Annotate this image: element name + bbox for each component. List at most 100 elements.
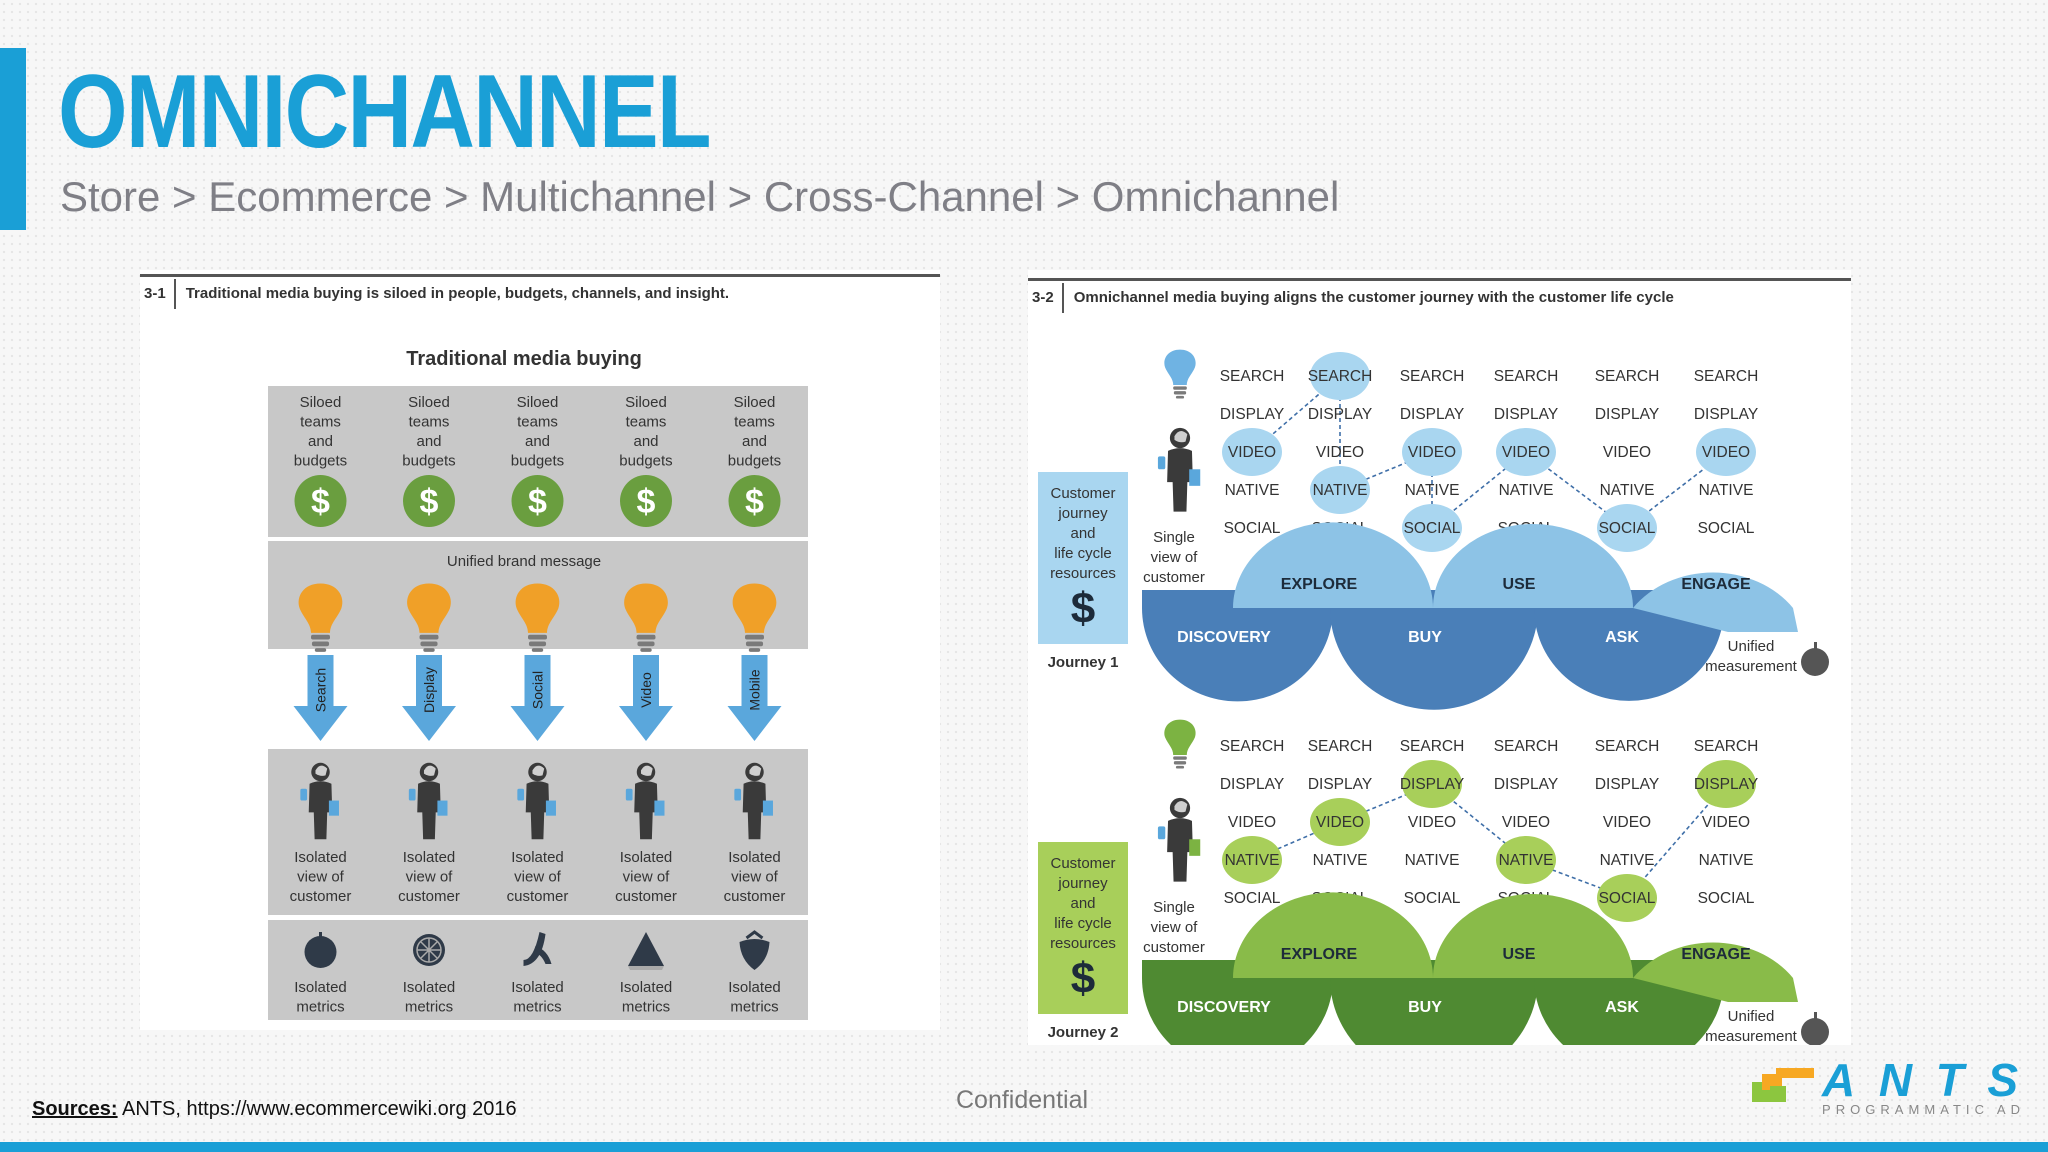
channel-cell: VIDEO [1408,814,1456,831]
siloed-label: teams [300,414,341,431]
siloed-label: and [742,433,767,450]
breadcrumb: Store > Ecommerce > Multichannel > Cross… [60,173,1340,220]
wave-discovery [1142,590,1333,702]
channel-cell: DISPLAY [1220,776,1284,793]
single-view-label: view of [1151,549,1199,566]
apple-icon [1801,642,1829,676]
lightbulb-icon [732,583,777,652]
stage-label: USE [1503,946,1536,963]
channel-cell: DISPLAY [1220,406,1284,423]
channel-label: Display [421,667,437,713]
channel-cell: NATIVE [1499,852,1554,869]
isolated-view-label: customer [398,888,460,905]
channel-cell: NATIVE [1225,482,1280,499]
dollar-icon: $ [637,483,656,521]
sources-note: Sources: ANTS, https://www.ecommercewiki… [32,1098,517,1121]
journey-label: Journey 1 [1048,654,1119,671]
siloed-label: and [633,433,658,450]
isolated-metrics-label: metrics [405,999,453,1016]
channel-cell: SEARCH [1400,738,1465,755]
channel-cell: VIDEO [1603,444,1651,461]
channel-cell: SOCIAL [1698,890,1755,907]
siloed-label: Siloed [517,394,559,411]
wave-buy [1330,590,1538,710]
wave-explore [1233,522,1433,608]
dollar-coin-icon [511,475,564,527]
touchpoint-highlight [1402,504,1462,552]
channel-cell: VIDEO [1603,814,1651,831]
channel-cell: NATIVE [1699,482,1754,499]
figure-number: 3-1 [140,278,176,309]
isolated-view-label: customer [507,888,569,905]
channel-cell: SEARCH [1220,368,1285,385]
channel-label: Video [638,672,654,708]
channel-cell: VIDEO [1502,814,1550,831]
apple-icon [304,932,337,968]
resources-label: journey [1057,505,1108,522]
channel-cell: NATIVE [1225,852,1280,869]
channel-cell: SEARCH [1494,738,1559,755]
person-icon [517,762,556,840]
channel-arrow [293,655,348,741]
lightbulb-icon [298,583,343,652]
siloed-label: and [416,433,441,450]
channel-cell: SOCIAL [1224,890,1281,907]
lightbulb-icon [1164,349,1196,399]
logo-subtext: PROGRAMMATIC AD [1822,1102,2022,1117]
touchpoint-highlight [1496,428,1556,476]
channel-cell: SEARCH [1308,738,1373,755]
touchpoint-highlight [1222,836,1282,884]
unified-measurement-label: measurement [1705,1028,1798,1045]
accent-bar [0,48,26,230]
person-icon [734,762,773,840]
channel-cell: SOCIAL [1599,890,1656,907]
channel-cell: DISPLAY [1494,406,1558,423]
person-icon [625,762,665,840]
dollar-coin-icon [403,475,455,527]
channel-cell: SEARCH [1595,738,1660,755]
strawberry-icon [739,930,770,970]
unified-measurement-label: Unified [1728,638,1775,655]
stage-label: DISCOVERY [1177,999,1271,1016]
figure-header: 3-1 Traditional media buying is siloed i… [140,274,940,310]
isolated-metrics-label: Isolated [294,979,347,996]
resources-box [1038,842,1128,1014]
resources-label: and [1070,895,1095,912]
single-view-label: customer [1143,939,1205,956]
footer-bar [0,1142,2048,1152]
channel-arrow [402,655,456,741]
person-icon [1157,427,1201,512]
channel-cell: SOCIAL [1599,520,1656,537]
isolated-view-label: customer [615,888,677,905]
channel-cell: NATIVE [1405,482,1460,499]
touchpoint-highlight [1496,836,1556,884]
unified-measurement-label: Unified [1728,1008,1775,1025]
resources-label: resources [1050,565,1116,582]
isolated-metrics-label: Isolated [403,979,456,996]
stage-label: EXPLORE [1281,576,1358,593]
dollar-icon: $ [745,483,764,521]
channel-cell: DISPLAY [1595,776,1659,793]
stage-label: USE [1503,576,1536,593]
channel-cell: SOCIAL [1404,520,1461,537]
unified-message-label: Unified brand message [447,553,601,570]
wave-engage [1633,942,1798,1002]
channel-label: Social [530,671,546,709]
channel-cell: SOCIAL [1698,520,1755,537]
watermelon-icon [628,932,664,970]
orange-slice-icon [413,934,445,966]
channel-cell: DISPLAY [1400,776,1464,793]
journey-1: SEARCHDISPLAYVIDEONATIVESOCIALSEARCHDISP… [1038,349,1829,710]
figure-traditional-media-buying: 3-1 Traditional media buying is siloed i… [140,270,940,1030]
channel-label: Mobile [747,669,763,710]
channel-cell: NATIVE [1699,852,1754,869]
journey-label: Journey 2 [1048,1024,1119,1041]
channel-cell: NATIVE [1600,852,1655,869]
resources-label: Customer [1050,855,1115,872]
unified-measurement-label: measurement [1705,658,1798,675]
channel-cell: NATIVE [1499,482,1554,499]
channel-arrow [727,655,782,741]
metrics-band [268,920,808,1020]
isolated-view-label: Isolated [728,849,781,866]
lightbulb-icon [624,583,668,652]
